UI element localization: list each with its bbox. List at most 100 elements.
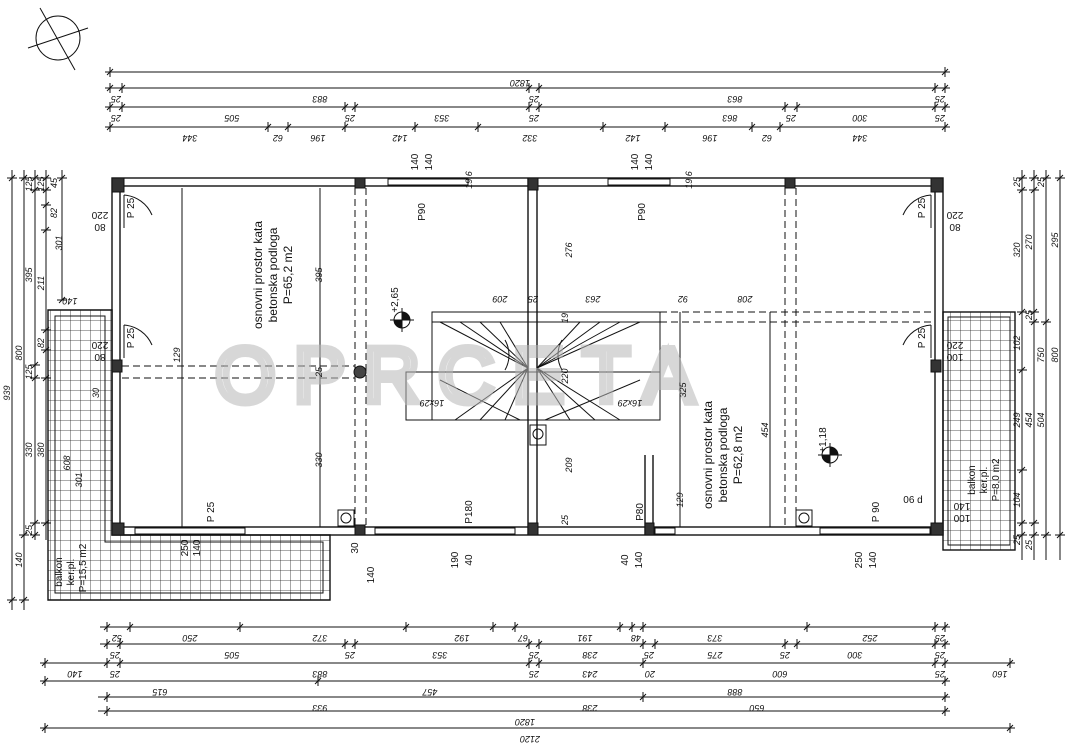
dim-total: 1820 — [510, 78, 530, 88]
balcony-floor: ker.pl. — [979, 467, 990, 494]
dim-label: 20 — [645, 669, 656, 679]
opening-label: P90 — [637, 203, 648, 221]
dim-label: 52 — [112, 633, 122, 643]
opening-label: 140 — [630, 153, 641, 170]
dim-label: 332 — [522, 133, 537, 143]
level-label: +2,65 — [390, 287, 401, 313]
dim-label: 25 — [528, 94, 540, 104]
dim-label: 25 — [1012, 176, 1022, 188]
opening-label: 140 — [634, 551, 645, 568]
opening-label: 220 — [91, 339, 108, 350]
dim-label: 238 — [582, 650, 598, 660]
dim-label: 125 — [24, 364, 34, 380]
dim-label: 300 — [847, 650, 862, 660]
dim-label: 270 — [1024, 234, 1034, 250]
opening-label: 190 — [450, 551, 461, 568]
dim-label: 208 — [737, 294, 753, 304]
dim-label: 372 — [312, 633, 327, 643]
dim-label: 301 — [74, 472, 84, 487]
dim-label: 191 — [577, 633, 592, 643]
dim-label: 30 — [91, 388, 101, 398]
room-area: P=65,2 m2 — [281, 245, 295, 304]
dim-label: 82 — [49, 208, 59, 218]
dim-label: 330 — [314, 452, 324, 467]
opening-label: P 25 — [917, 197, 928, 218]
dim-label: 25 — [1036, 176, 1046, 188]
opening-label: 250 — [180, 539, 191, 556]
dim-label: 62 — [762, 133, 772, 143]
opening-label: 220 — [946, 339, 963, 350]
dim-label: 140 — [14, 552, 24, 567]
dim-label: 48 — [631, 633, 641, 643]
dim-label: 192 — [454, 633, 469, 643]
dim-label: 295 — [1050, 232, 1060, 249]
opening-label: P90 — [417, 203, 428, 221]
opening-label: P 25 — [126, 197, 137, 218]
balcony-name: balkon — [967, 465, 978, 494]
dim-label: 325 — [678, 382, 688, 398]
dim-label: 209 — [564, 457, 574, 473]
dim-label: 454 — [760, 422, 770, 437]
opening-label: 140 — [366, 566, 377, 583]
north-arrow-icon — [27, 7, 89, 71]
dim-label: 504 — [1036, 412, 1046, 427]
dim-label: 353 — [432, 650, 447, 660]
dim-label: 25 — [110, 94, 122, 104]
chimney-icon — [337, 509, 813, 527]
dim-label: 249 — [1012, 412, 1022, 428]
dim-label: 25 — [109, 669, 121, 679]
dim-label: 25 — [1024, 539, 1034, 551]
dim-label: 104 — [1012, 492, 1022, 507]
dim-label: 82 — [36, 338, 46, 348]
room-name: osnovni prostor kata — [701, 401, 715, 509]
dim-label: 25 — [24, 524, 34, 536]
dim-total: 1820 — [515, 717, 535, 727]
dim-label: 102 — [1012, 335, 1022, 350]
dim-label: 62 — [273, 133, 283, 143]
level-marker-icon — [390, 308, 842, 467]
dim-label: 25 — [1012, 534, 1022, 546]
dim-label: 142 — [392, 133, 407, 143]
dim-label: 25 — [643, 650, 655, 660]
dim-label: 196 — [310, 133, 325, 143]
opening-label: 140 — [410, 153, 421, 170]
opening-label: 140 — [192, 539, 203, 556]
dim-label: 67 — [517, 633, 528, 643]
dim-label: 209 — [492, 294, 508, 304]
dim-label: 25 — [934, 94, 946, 104]
dim-label: 25 — [528, 113, 540, 123]
watermark: OPRCETA — [215, 331, 712, 419]
dim-label: 600 — [772, 669, 787, 679]
opening-label: 250 — [854, 551, 865, 568]
dim-label: 25 — [934, 650, 946, 660]
dim-label: 275 — [707, 650, 724, 660]
opening-label: 19,6 — [464, 171, 474, 189]
opening-label: 30 — [350, 542, 361, 554]
dim-label: 25 — [785, 113, 797, 123]
dim-label: 300 — [852, 113, 867, 123]
dim-label: 243 — [582, 669, 598, 679]
dim-label: 25 — [779, 650, 791, 660]
dim-label: 238 — [582, 703, 598, 713]
balcony-area: P=15,5 m2 — [78, 543, 89, 592]
dim-label: 454 — [1024, 412, 1034, 427]
dim-label: 939 — [2, 385, 12, 400]
opening-label: 40 — [620, 554, 631, 566]
dim-label: 25 — [344, 650, 356, 660]
dim-label: 160 — [992, 669, 1007, 679]
dim-label: 142 — [625, 133, 640, 143]
dim-label: 800 — [14, 345, 24, 360]
opening-label: 80 — [949, 221, 961, 232]
dim-label: 883 — [312, 94, 327, 104]
dim-label: 650 — [749, 703, 764, 713]
room-floor: betonska podloga — [716, 407, 730, 502]
dim-label: 92 — [678, 294, 688, 304]
dim-label: 505 — [224, 650, 240, 660]
opening-label: 80 — [94, 221, 106, 232]
dim-label: 353 — [434, 113, 449, 123]
opening-label: P 25 — [126, 327, 137, 348]
opening-label: 100 — [953, 512, 970, 523]
opening-label: 220 — [946, 209, 963, 220]
